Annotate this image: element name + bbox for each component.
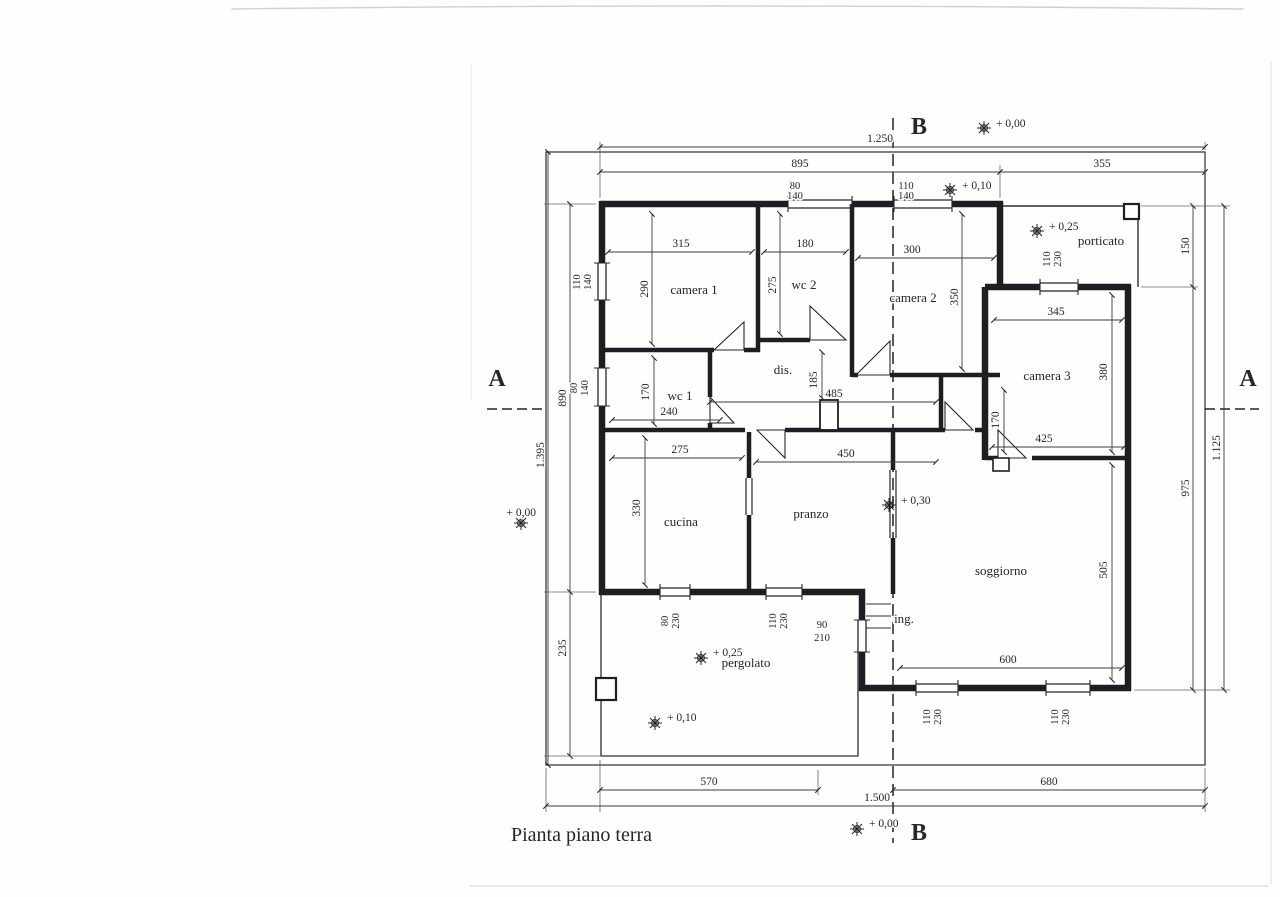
dim-soggiorno-w: 600	[999, 654, 1017, 666]
dim-win-left-top-w: 110	[572, 274, 583, 289]
room-label-wc2: wc 2	[792, 277, 817, 292]
dim-dis-w: 485	[825, 388, 843, 400]
benchmark-icon	[942, 182, 958, 198]
dim-camera3-w2: 425	[1035, 433, 1053, 445]
room-label-ing: ing.	[894, 611, 914, 626]
dim-top-house: 895	[791, 158, 809, 170]
dim-win-sogg-right-w: 110	[1050, 709, 1061, 724]
texts: B B A A 1.250 895 355 80 140 110 140 1.3…	[487, 113, 1259, 848]
elevation-upper-mid: + 0,10	[962, 180, 992, 192]
entrance-steps	[866, 603, 891, 629]
dim-win-sogg-left-h: 230	[933, 709, 944, 725]
dim-door-cucina-w: 80	[660, 616, 671, 627]
dim-win-top-left-h: 140	[787, 191, 803, 202]
dim-door-pranzo-h: 230	[779, 613, 790, 629]
elevation-garden-low: + 0,10	[667, 712, 697, 724]
interior-walls	[602, 204, 1128, 594]
section-label-a-left: A	[488, 366, 506, 392]
dim-win-sogg-left-w: 110	[922, 709, 933, 724]
room-label-camera3: camera 3	[1023, 368, 1070, 383]
dim-camera2-w: 300	[903, 244, 921, 256]
elevation-left: + 0,00	[507, 507, 537, 519]
dim-wc2-w: 180	[796, 238, 814, 250]
drawing-title: Pianta piano terra	[511, 824, 652, 846]
dim-bottom-right: 680	[1040, 776, 1058, 788]
dim-door-ing-h: 210	[814, 633, 830, 644]
section-label-a-right: A	[1239, 366, 1257, 392]
dim-dis-h: 185	[808, 371, 820, 389]
section-label-b-top: B	[911, 114, 927, 140]
dim-camera3-door: 170	[990, 411, 1002, 429]
elevation-top-right: + 0,00	[996, 118, 1026, 130]
dim-porticato-door-w: 110	[1042, 251, 1053, 266]
room-label-camera1: camera 1	[670, 282, 717, 297]
benchmark-icon	[693, 650, 709, 666]
dim-door-pranzo-w: 110	[768, 613, 779, 628]
dim-wc2-h: 275	[767, 276, 779, 294]
dim-win-left-top-h: 140	[583, 274, 594, 290]
room-label-porticato: porticato	[1078, 233, 1124, 248]
benchmark-icon	[1029, 223, 1045, 239]
dim-wc1-h: 170	[640, 383, 652, 401]
porticato-column	[1122, 202, 1141, 221]
elevation-markers	[513, 120, 1045, 837]
door-swings	[709, 304, 1028, 460]
dim-bottom-overall: 1.500	[864, 792, 890, 804]
dim-win-left-bottom-w: 80	[569, 383, 580, 394]
open-structures	[594, 202, 1141, 757]
room-label-pranzo: pranzo	[793, 506, 828, 521]
dim-door-ing-w: 90	[817, 620, 828, 631]
dim-top-lot: 355	[1093, 158, 1111, 170]
dim-win-top-left-w: 80	[790, 181, 801, 192]
dim-camera1-w: 315	[672, 238, 690, 250]
dim-win-sogg-right-h: 230	[1061, 709, 1072, 725]
dim-cucina-h: 330	[631, 499, 643, 517]
dim-win-left-bottom-h: 140	[580, 380, 591, 396]
benchmark-icon	[881, 497, 897, 513]
dim-door-cucina-h: 230	[671, 613, 682, 629]
dim-right-overall: 1.125	[1211, 435, 1223, 461]
dim-right-house: 975	[1180, 479, 1192, 497]
dim-porticato-door-h: 230	[1053, 251, 1064, 267]
dim-cucina-w: 275	[671, 444, 689, 456]
dim-top-overall: 1.250	[867, 133, 893, 145]
dim-win-top-right-h: 140	[898, 191, 914, 202]
dim-wc1-w: 240	[660, 406, 678, 418]
chimney	[992, 457, 1010, 472]
benchmark-icon	[647, 715, 663, 731]
dim-camera1-h: 290	[639, 280, 651, 298]
dim-pranzo-w: 450	[837, 448, 855, 460]
room-label-pergolato: pergolato	[722, 655, 771, 670]
elevation-porticato: + 0,25	[1049, 221, 1079, 233]
section-label-b-bottom: B	[911, 820, 927, 846]
dimension-lines	[542, 143, 1228, 810]
duct-niche	[819, 399, 839, 431]
dim-win-top-right-w: 110	[898, 181, 913, 192]
dim-left-pergolato: 235	[557, 639, 569, 657]
dim-left-overall: 1.395	[535, 442, 547, 468]
room-label-dis: dis.	[774, 362, 792, 377]
elevation-soggiorno: + 0,30	[901, 495, 931, 507]
dim-left-house: 890	[557, 389, 569, 407]
room-label-camera2: camera 2	[889, 290, 936, 305]
dim-bottom-left: 570	[700, 776, 718, 788]
dim-right-porticato: 150	[1180, 237, 1192, 255]
dim-soggiorno-h: 505	[1098, 561, 1110, 579]
exterior-walls	[598, 200, 1132, 692]
benchmark-icon	[976, 120, 992, 136]
windows	[594, 196, 1091, 696]
elevation-pergolato: + 0,25	[713, 647, 743, 659]
room-label-wc1: wc 1	[668, 388, 693, 403]
elevation-bottom: + 0,00	[869, 818, 899, 830]
pergolato-pillar	[594, 676, 618, 702]
scan-artifacts	[231, 5, 1272, 887]
dim-camera2-h: 350	[949, 288, 961, 306]
dim-camera3-h: 380	[1098, 363, 1110, 381]
room-label-soggiorno: soggiorno	[975, 563, 1027, 578]
benchmark-icon	[849, 821, 865, 837]
room-label-cucina: cucina	[664, 514, 698, 529]
dim-camera3-w: 345	[1047, 306, 1065, 318]
